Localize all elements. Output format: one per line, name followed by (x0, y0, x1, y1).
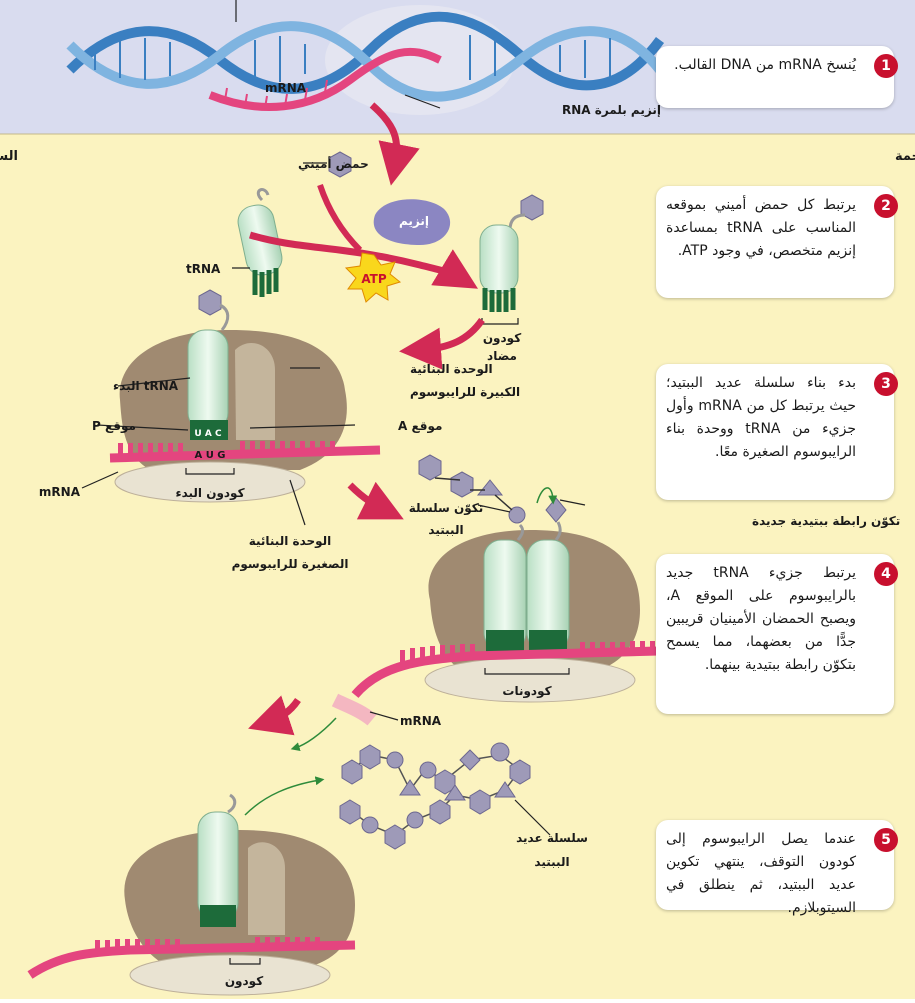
step-1-text: يُنسخ mRNA من DNA القالب. (666, 54, 856, 77)
step-3-badge: 3 (874, 372, 898, 396)
large-subunit-label-2: الكبيرة للرايبوسوم (410, 385, 520, 400)
translation-label: الترجمة (895, 149, 915, 164)
chain-forming-label-1: تكوّن سلسلة (409, 501, 484, 516)
step-1-badge: 1 (874, 54, 898, 78)
polypeptide-label-2: الببتيد (534, 855, 569, 869)
small-subunit-label-1: الوحدة البنائية (249, 534, 332, 549)
step-2-text: يرتبط كل حمض أميني بموقعه المناسب على tR… (666, 194, 856, 263)
trna-label: tRNA (186, 262, 221, 276)
anticodon-label-2: مضاد (487, 349, 517, 363)
codons-label: كودونات (502, 684, 551, 699)
mrna-top-label: mRNA (265, 81, 307, 95)
mrna-mid-label: mRNA (400, 714, 442, 728)
initiator-trna-label: tRNA البدء (113, 379, 179, 393)
anticodon-letters: U A C (194, 429, 222, 439)
step-3-box: 3 بدء بناء سلسلة عديد الببتيد؛ حيث يرتبط… (656, 364, 894, 500)
step-5-text: عندما يصل الرايبوسوم إلى كودون التوقف، ي… (666, 828, 856, 920)
a-site-label: موقع A (398, 419, 442, 434)
p-site-label: موقع P (92, 419, 136, 434)
small-subunit-label-2: الصغيرة للرايبوسوم (232, 557, 349, 572)
step-1-box: 1 يُنسخ mRNA من DNA القالب. (656, 46, 894, 108)
start-codon-label: كودون البدء (175, 486, 244, 501)
codon-letters: A U G (194, 450, 225, 461)
rna-polymerase-label: إنزيم بلمرة RNA (562, 103, 661, 117)
mrna-left-label: mRNA (39, 485, 81, 499)
large-subunit-label-1: الوحدة البنائية (410, 362, 493, 377)
chain-forming-label-2: الببتيد (428, 523, 463, 537)
amino-acid-label: حمض أميني (298, 156, 369, 171)
step-2-box: 2 يرتبط كل حمض أميني بموقعه المناسب على … (656, 186, 894, 298)
step-3-text: بدء بناء سلسلة عديد الببتيد؛ حيث يرتبط ك… (666, 372, 856, 464)
codon-bottom-label: كودون (225, 974, 263, 989)
step-4-box: 4 يرتبط جزيء tRNA جديد بالرايبوسوم على ا… (656, 554, 894, 714)
step-4-text: يرتبط جزيء tRNA جديد بالرايبوسوم على الم… (666, 562, 856, 677)
cytoplasm-label: السيتوبلازم (0, 149, 18, 164)
polypeptide-label-1: سلسلة عديد (516, 831, 588, 845)
step-2-badge: 2 (874, 194, 898, 218)
step-5-badge: 5 (874, 828, 898, 852)
enzyme-label: إنزيم (399, 214, 429, 228)
anticodon-label-1: كودون (483, 331, 521, 346)
new-bond-label: تكوّن رابطة ببتيدية جديدة (752, 514, 900, 529)
step-5-box: 5 عندما يصل الرايبوسوم إلى كودون التوقف،… (656, 820, 894, 910)
step-4-badge: 4 (874, 562, 898, 586)
atp-label: ATP (361, 272, 387, 286)
